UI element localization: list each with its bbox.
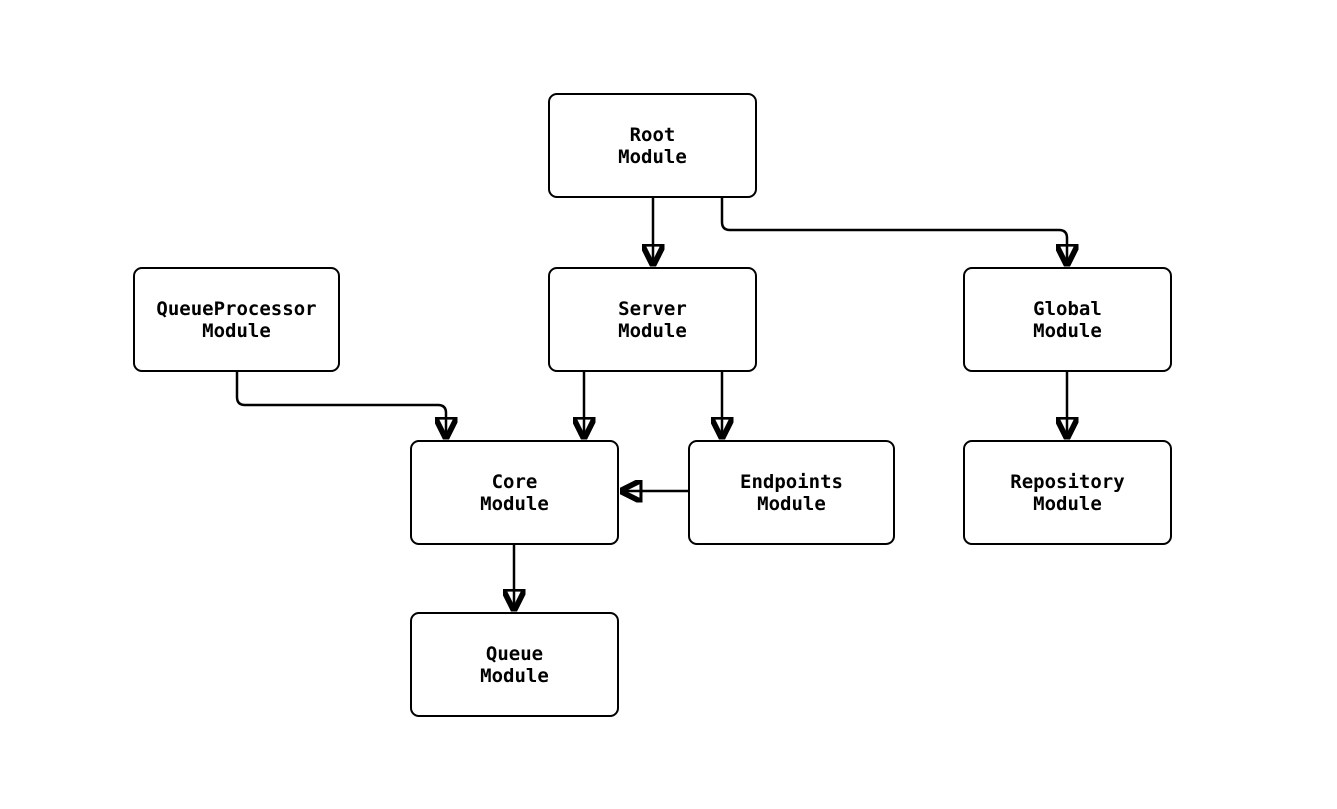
edge-queueprocessor-to-core [235,372,446,437]
node-label-line2: Module [757,492,826,515]
node-label-line1: Repository [1010,470,1125,493]
edge-root-to-global [720,198,1067,264]
node-root-module: Root Module [548,93,757,198]
node-label-line1: QueueProcessor [156,297,317,320]
node-global-module: Global Module [963,267,1172,372]
node-endpoints-module: Endpoints Module [688,440,895,545]
node-label-line1: Queue [485,642,544,665]
node-label-line2: Module [618,145,687,168]
node-label-line1: Endpoints [740,470,843,493]
node-repository-module: Repository Module [963,440,1172,545]
node-core-module: Core Module [410,440,619,545]
node-label-line2: Module [480,492,549,515]
node-label-line2: Module [1033,492,1102,515]
node-label-line2: Module [480,664,549,687]
node-queue-module: Queue Module [410,612,619,717]
node-label-line2: Module [202,319,271,342]
node-label-line1: Core [491,470,538,493]
node-label-line1: Global [1033,297,1102,320]
node-server-module: Server Module [548,267,757,372]
node-queueprocessor-module: QueueProcessor Module [133,267,340,372]
node-label-line1: Root [629,123,676,146]
node-label-line2: Module [618,319,687,342]
node-label-line2: Module [1033,319,1102,342]
node-label-line1: Server [618,297,687,320]
